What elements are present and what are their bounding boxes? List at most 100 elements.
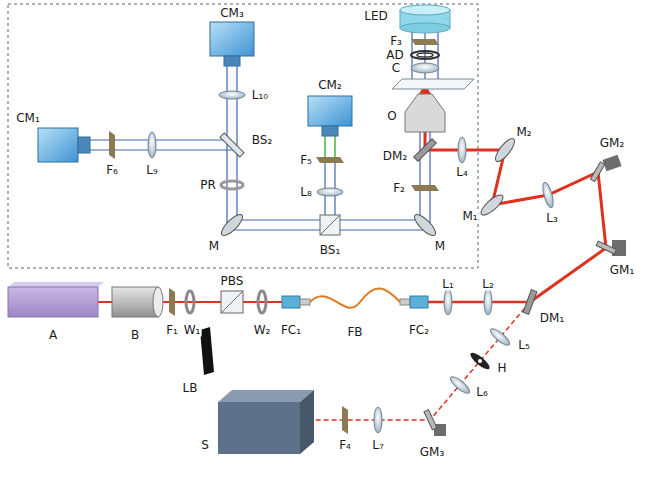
fiber	[310, 288, 400, 307]
lens	[488, 326, 512, 348]
phase-ring	[221, 181, 243, 189]
pinhole	[468, 350, 492, 372]
galvo-mirror	[602, 155, 621, 172]
beam-splitter-cube	[320, 215, 340, 235]
fluorescence-beam	[334, 136, 335, 160]
beam-expander	[112, 287, 163, 317]
part-label: L₁₀	[251, 89, 269, 102]
camera	[224, 56, 240, 66]
part-label: L₂	[481, 278, 495, 291]
filter	[316, 157, 344, 163]
part-label: O	[386, 110, 397, 123]
dichroic-mirror	[414, 139, 437, 162]
fiber-coupler	[400, 296, 428, 308]
part-label: GM₂	[599, 137, 625, 150]
spectrometer	[218, 402, 300, 454]
part-label: CM₃	[219, 7, 245, 20]
fiber-coupler	[300, 299, 310, 305]
beam-expander	[112, 287, 158, 317]
filter	[169, 288, 175, 316]
excitation-beam	[428, 301, 530, 304]
camera	[210, 22, 254, 66]
part-label: FB	[346, 326, 363, 339]
part-label: CM₂	[317, 79, 343, 92]
fiber-coupler	[282, 296, 300, 308]
part-label: F₁	[165, 324, 179, 337]
fiber-coupler	[282, 296, 310, 308]
mirror	[412, 212, 439, 239]
pinhole	[478, 359, 482, 363]
part-label: PR	[199, 179, 217, 192]
part-label: M₁	[461, 210, 478, 223]
part-label: L₃	[545, 212, 559, 225]
enclosure	[8, 4, 478, 268]
lens	[448, 374, 472, 396]
fluorescence-beam	[325, 136, 335, 160]
part-label: A	[48, 329, 58, 342]
part-label: CM₁	[15, 112, 41, 125]
part-label: M	[208, 240, 220, 253]
mirror	[492, 136, 517, 164]
fluorescence-beam	[324, 136, 325, 160]
beam-expander	[153, 287, 163, 317]
detection-beam	[314, 302, 530, 420]
galvo-mirror	[424, 410, 437, 430]
galvo-mirror	[596, 241, 616, 254]
part-label: L₈	[299, 186, 313, 199]
filter	[411, 185, 439, 191]
camera	[322, 126, 338, 136]
fiber-coupler	[410, 296, 428, 308]
beam-splitter-cube	[320, 215, 340, 235]
part-label: L₅	[517, 339, 531, 352]
galvo-mirror	[590, 162, 604, 182]
part-label: L₄	[455, 166, 469, 179]
galvo-mirror	[590, 155, 621, 182]
polarizing-beam-splitter	[221, 291, 243, 313]
camera	[38, 128, 90, 162]
camera	[78, 137, 90, 153]
part-label: BS₁	[319, 244, 341, 257]
spectrometer	[218, 390, 314, 402]
annular-diaphragm	[417, 53, 433, 57]
led	[400, 23, 450, 33]
excitation-beam	[98, 132, 606, 302]
part-label: M₂	[515, 126, 532, 139]
excitation-beam	[425, 150, 606, 302]
part-label: C	[391, 62, 401, 75]
part-label: L₉	[145, 164, 159, 177]
lens	[374, 407, 382, 433]
part-label: S	[200, 439, 210, 452]
part-label: F₅	[299, 154, 313, 167]
camera	[308, 96, 352, 126]
part-label: H	[496, 362, 507, 375]
led	[400, 5, 450, 15]
camera	[210, 22, 254, 56]
part-label: L₇	[371, 439, 385, 452]
lens	[484, 289, 492, 315]
pinhole	[468, 350, 492, 372]
lens	[458, 137, 466, 163]
galvo-mirror	[424, 410, 446, 436]
part-label: W₁	[183, 324, 202, 337]
objective	[405, 94, 445, 132]
galvo-mirror	[596, 240, 626, 256]
waveplate	[258, 291, 266, 313]
laser	[8, 282, 104, 317]
dichroic-mirror	[523, 290, 537, 315]
waveplate	[186, 291, 194, 313]
imaging-beam	[227, 66, 430, 230]
part-label: PBS	[220, 275, 245, 288]
lens	[219, 91, 245, 99]
part-label: F₄	[338, 439, 352, 452]
part-label: FC₁	[280, 324, 302, 337]
annular-diaphragm	[411, 51, 439, 59]
part-label: F₃	[389, 35, 403, 48]
part-label: GM₃	[419, 446, 445, 459]
laser	[8, 287, 98, 317]
beam-splitter	[220, 133, 244, 157]
mirror	[478, 192, 505, 218]
imaging-beam	[90, 30, 438, 230]
sample-plane	[392, 79, 474, 89]
part-label: AD	[385, 49, 404, 62]
